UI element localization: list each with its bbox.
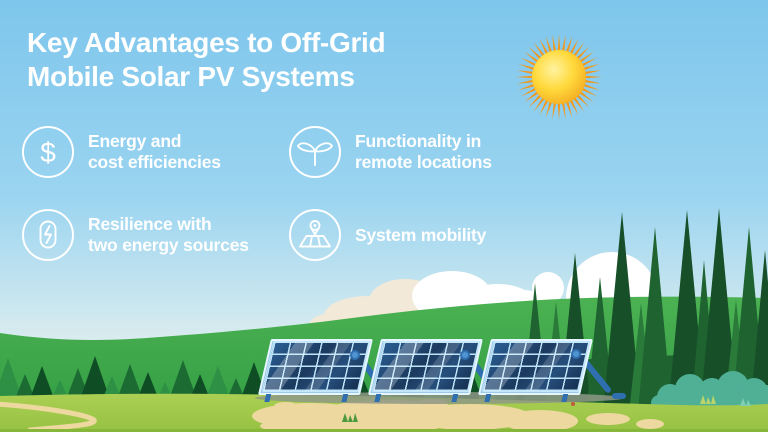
feature-label: Functionality in remote locations xyxy=(355,131,492,172)
sun-rays xyxy=(516,34,602,120)
dirt-path xyxy=(0,401,97,432)
panel-pivot-joint xyxy=(460,350,470,360)
title-line2: Mobile Solar PV Systems xyxy=(27,61,355,92)
feature-remote-functionality: Functionality in remote locations xyxy=(288,125,492,179)
title-line1: Key Advantages to Off-Grid xyxy=(27,27,386,58)
feature-label: Energy and cost efficiencies xyxy=(88,131,221,172)
panel-pivot-joint xyxy=(350,350,360,360)
grass-tufts xyxy=(342,395,751,422)
kickstand-foot xyxy=(612,393,626,399)
sun-disc xyxy=(532,50,586,104)
sun xyxy=(516,34,602,120)
panel-pivot-joint xyxy=(571,349,581,359)
feature-energy-cost: $ Energy and cost efficiencies xyxy=(21,125,221,179)
dollar-icon: $ xyxy=(22,126,74,178)
seedling-icon xyxy=(289,126,341,178)
feature-label: Resilience with two energy sources xyxy=(88,214,249,255)
feature-label: System mobility xyxy=(355,224,487,245)
sand-patches xyxy=(252,399,664,432)
feature-mobility: System mobility xyxy=(288,208,486,262)
map-pin-icon xyxy=(289,209,341,261)
battery-bolt-icon xyxy=(22,209,74,261)
solar-panel xyxy=(258,339,373,402)
svg-text:$: $ xyxy=(40,137,56,168)
feature-resilience: Resilience with two energy sources xyxy=(21,208,249,262)
page-title: Key Advantages to Off-Grid Mobile Solar … xyxy=(27,26,386,94)
solar-panel xyxy=(368,339,483,402)
solar-panel xyxy=(478,339,593,402)
grass-strip xyxy=(0,429,768,432)
